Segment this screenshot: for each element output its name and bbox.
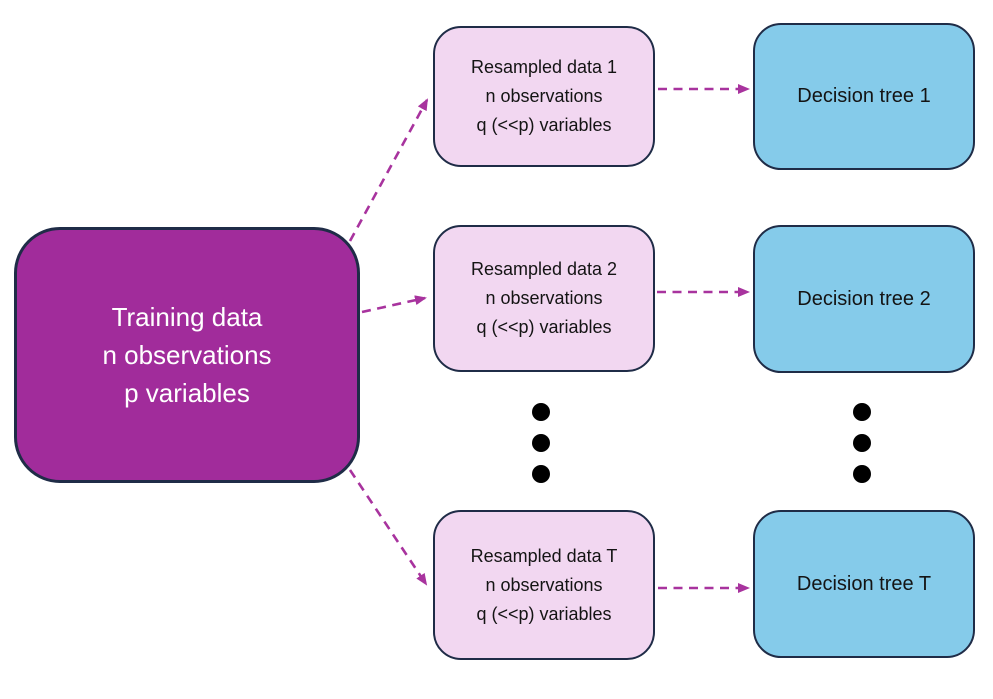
decision-tree-label: Decision tree 2	[797, 287, 931, 310]
resampled-data-line: q (<<p) variables	[476, 115, 612, 135]
training-data-line: Training data	[111, 302, 263, 332]
resampled-data-2-box: Resampled data 2 n observations q (<<p) …	[433, 225, 655, 372]
decision-tree-label: Decision tree 1	[797, 85, 931, 107]
ellipsis-dot	[532, 403, 550, 421]
resampled-data-line: Resampled data 2	[470, 259, 618, 279]
ellipsis-dots-resampled	[532, 403, 550, 483]
ellipsis-dots-trees	[853, 403, 871, 483]
resampled-data-line: Resampled data T	[470, 545, 618, 566]
arrow-training-to-resampled-2	[361, 295, 427, 314]
ellipsis-dot	[853, 403, 871, 421]
resampled-data-line: q (<<p) variables	[476, 317, 612, 337]
training-data-line: n observations	[102, 340, 272, 370]
arrow-training-to-resampled-1	[348, 98, 429, 242]
decision-tree-2-box: Decision tree 2	[753, 225, 975, 373]
decision-tree-1-box: Decision tree 1	[753, 23, 975, 170]
training-data-box: Training data n observations p variables	[14, 227, 360, 483]
resampled-data-line: n observations	[485, 288, 603, 308]
arrow-training-to-resampled-t	[348, 469, 428, 586]
ellipsis-dot	[853, 465, 871, 483]
resampled-data-1-box: Resampled data 1 n observations q (<<p) …	[433, 26, 655, 167]
resampled-data-line: q (<<p) variables	[476, 603, 612, 624]
ellipsis-dot	[532, 465, 550, 483]
resampled-data-line: n observations	[485, 574, 603, 595]
resampled-data-line: n observations	[485, 86, 603, 106]
resampled-data-line: Resampled data 1	[470, 57, 618, 77]
training-data-line: p variables	[124, 378, 250, 408]
resampled-data-t-box: Resampled data T n observations q (<<p) …	[433, 510, 655, 660]
ellipsis-dot	[853, 434, 871, 452]
decision-tree-t-box: Decision tree T	[753, 510, 975, 658]
ellipsis-dot	[532, 434, 550, 452]
decision-tree-label: Decision tree T	[796, 572, 932, 595]
